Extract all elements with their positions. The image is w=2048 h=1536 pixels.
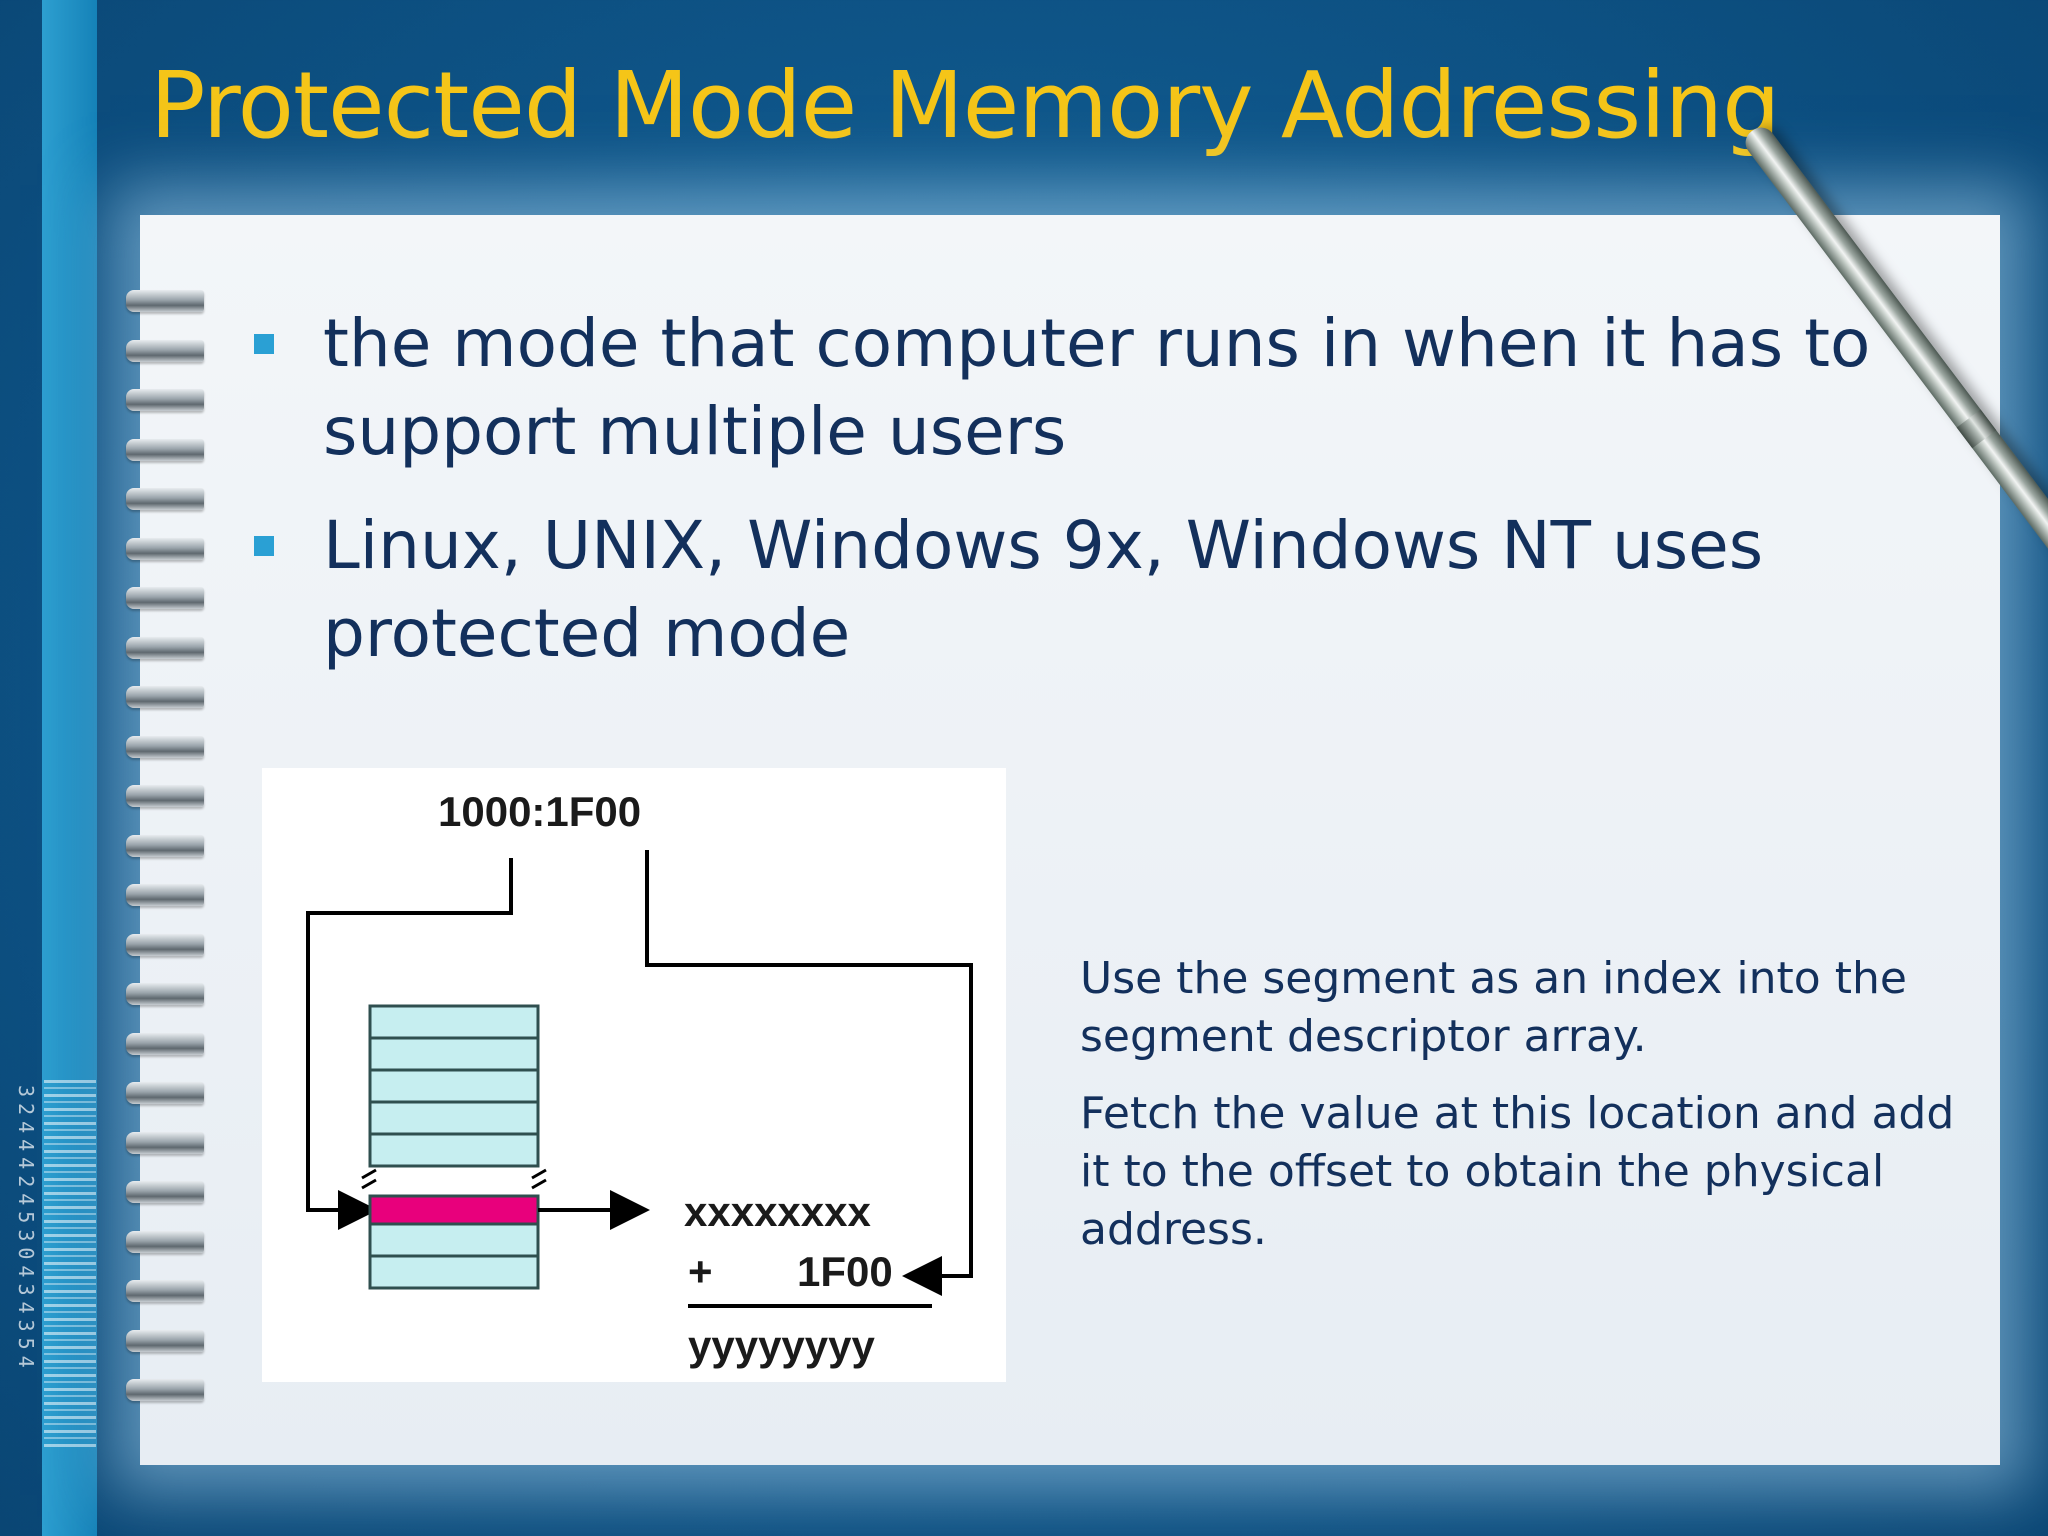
binding-ring (126, 1280, 204, 1302)
segment-pointer-line (306, 858, 513, 1230)
binding-ring (126, 735, 204, 758)
bullet-item: Linux, UNIX, Windows 9x, Windows NT uses… (248, 502, 1928, 678)
offset-pointer-line (645, 850, 973, 1296)
diagram-svg: 1000:1F00 xxxxxxxx + 1F00 yyyyyyyy (306, 788, 973, 1369)
break-mark-left (361, 1168, 377, 1190)
plus-sign: + (688, 1248, 713, 1295)
square-bullet-icon (254, 536, 274, 556)
description-paragraph-1: Use the segment as an index into the seg… (1080, 953, 1907, 1062)
binding-ring (126, 686, 204, 708)
segment-descriptor-diagram: 1000:1F00 xxxxxxxx + 1F00 yyyyyyyy (262, 768, 1006, 1382)
binding-ring (126, 1230, 204, 1253)
spiral-binding (126, 290, 206, 1420)
break-mark-right (531, 1168, 547, 1190)
binding-ring (126, 1082, 204, 1104)
binding-ring (126, 1329, 204, 1352)
binding-ring (126, 488, 204, 510)
binding-ring (126, 636, 204, 659)
binding-ring (126, 834, 204, 857)
square-bullet-icon (254, 334, 274, 354)
offset-value-label: 1F00 (797, 1248, 893, 1295)
physical-address-label: yyyyyyyy (688, 1322, 876, 1369)
binding-ring (126, 1131, 204, 1154)
binding-ring (126, 933, 204, 956)
description-paragraph-2: Fetch the value at this location and add… (1080, 1088, 1955, 1255)
binding-ring (126, 587, 204, 609)
segment-offset-label: 1000:1F00 (438, 788, 641, 835)
selected-descriptor-row (368, 1194, 540, 1226)
bullet-text: the mode that computer runs in when it h… (323, 305, 1871, 470)
descriptor-value-label: xxxxxxxx (684, 1188, 872, 1235)
binding-ring (126, 1032, 204, 1055)
barcode-graphic (44, 1080, 96, 1450)
bullet-text: Linux, UNIX, Windows 9x, Windows NT uses… (323, 507, 1764, 672)
binding-ring (126, 983, 204, 1005)
bullet-item: the mode that computer runs in when it h… (248, 300, 1928, 476)
descriptor-table-upper (368, 1004, 540, 1168)
binding-ring (126, 537, 204, 560)
binding-ring (126, 1379, 204, 1401)
binding-ring (126, 1181, 204, 1203)
bullet-list: the mode that computer runs in when it h… (248, 300, 1928, 704)
binding-ring (126, 389, 204, 411)
barcode-digits: 3244424530434354 (14, 1085, 38, 1374)
binding-ring (126, 884, 204, 906)
binding-ring (126, 339, 204, 362)
binding-ring (126, 785, 204, 807)
slide-title: Protected Mode Memory Addressing (150, 52, 1780, 159)
binding-ring (126, 290, 204, 312)
binding-ring (126, 438, 204, 461)
